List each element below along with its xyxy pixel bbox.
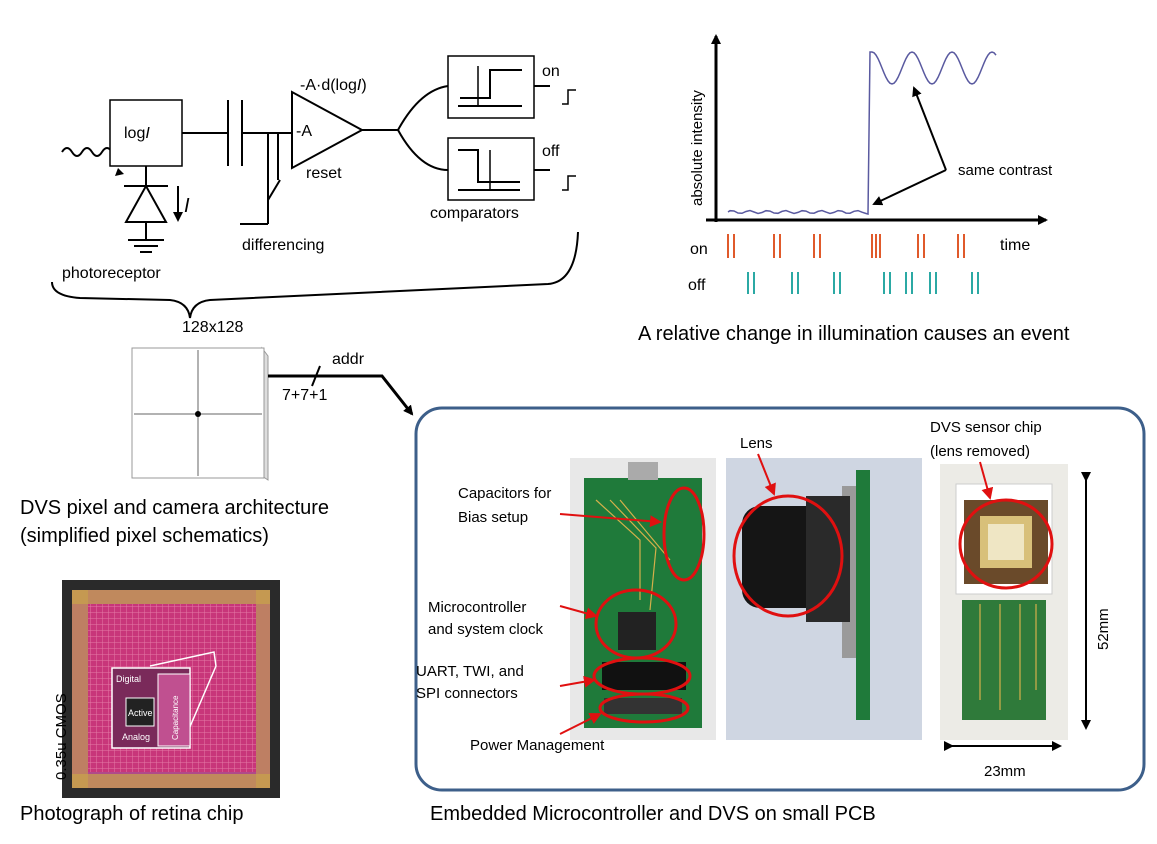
array-size-label: 128x128 <box>182 319 243 336</box>
array-brace <box>51 231 579 319</box>
lens-label: Lens <box>740 435 773 452</box>
intensity-signal <box>727 51 997 215</box>
log-block-label: log <box>124 125 145 142</box>
inset-digital-label: Digital <box>116 674 141 684</box>
uart-label-line2: SPI connectors <box>416 685 518 702</box>
capacitors-highlight <box>662 486 706 582</box>
retina-chip-photo: Digital Active Analog Capacitance 0.35u … <box>20 580 280 825</box>
uart-label-line1: UART, TWI, and <box>416 663 524 680</box>
same-contrast-label: same contrast <box>958 162 1053 179</box>
pcb-caption: Embedded Microcontroller and DVS on smal… <box>430 803 876 825</box>
microcontroller-label-line2: and system clock <box>428 621 544 638</box>
off-output-label: off <box>542 143 560 160</box>
plot-caption: A relative change in illumination causes… <box>638 323 1070 345</box>
pcb-panel: Capacitors for Bias setup Microcontrolle… <box>414 406 1146 825</box>
address-bus <box>268 374 414 416</box>
on-row-label: on <box>690 241 708 258</box>
architecture-caption-line2: (simplified pixel schematics) <box>20 525 269 547</box>
svg-text:-A·d(logI): -A·d(logI) <box>300 77 367 94</box>
pixel-array: 128x128 addr 7+7+1 DVS pixel and camera … <box>20 319 414 547</box>
addr-label: addr <box>332 351 365 368</box>
height-dimension-label: 52mm <box>1095 608 1112 650</box>
pixel-schematic: logI I photoreceptor differencing -A res… <box>51 55 579 319</box>
pcb-board <box>584 478 702 728</box>
photoreceptor-label: photoreceptor <box>62 265 161 282</box>
power-highlight <box>598 692 690 724</box>
chip-side-label: 0.35u CMOS <box>53 693 70 780</box>
amplifier-triangle <box>291 90 365 170</box>
amp-output-suffix: ) <box>361 77 366 94</box>
photodiode-symbol <box>124 183 168 223</box>
capacitors-label-line2: Bias setup <box>458 509 528 526</box>
inset-capacitance-label: Capacitance <box>171 695 180 740</box>
plot-xlabel: time <box>1000 237 1030 254</box>
sensor-label-line1: DVS sensor chip <box>930 419 1042 436</box>
microcontroller-label-line1: Microcontroller <box>428 599 526 616</box>
photon-wave <box>61 147 125 165</box>
plot-ylabel: absolute intensity <box>689 90 706 206</box>
chip-caption: Photograph of retina chip <box>20 803 244 825</box>
event-plot: absolute intensity time same contrast on… <box>638 34 1070 345</box>
on-output-label: on <box>542 63 560 80</box>
lens-highlight <box>732 494 844 618</box>
differencing-label: differencing <box>242 237 324 254</box>
architecture-caption-line1: DVS pixel and camera architecture <box>20 497 329 519</box>
gain-label: -A <box>296 123 312 140</box>
off-events-row <box>747 272 979 294</box>
svg-text:logI: logI <box>124 125 150 142</box>
power-label: Power Management <box>470 737 605 754</box>
capacitors-label-line1: Capacitors for <box>458 485 551 502</box>
comparators-label: comparators <box>430 205 519 222</box>
log-block-italic: I <box>145 125 150 142</box>
reset-label: reset <box>306 165 342 182</box>
on-pulse-icon <box>562 89 576 105</box>
bits-label: 7+7+1 <box>282 387 327 404</box>
on-events-row <box>727 234 965 258</box>
amp-output-italic: I <box>357 77 362 94</box>
amp-output-prefix: -A·d(log <box>300 77 357 94</box>
inset-analog-label: Analog <box>122 732 150 742</box>
current-label: I <box>184 195 190 217</box>
sensor-highlight <box>958 498 1054 590</box>
inset-active-label: Active <box>128 708 153 718</box>
off-row-label: off <box>688 277 706 294</box>
off-pulse-icon <box>562 175 576 191</box>
sensor-label-line2: (lens removed) <box>930 443 1030 460</box>
width-dimension-label: 23mm <box>984 763 1026 780</box>
